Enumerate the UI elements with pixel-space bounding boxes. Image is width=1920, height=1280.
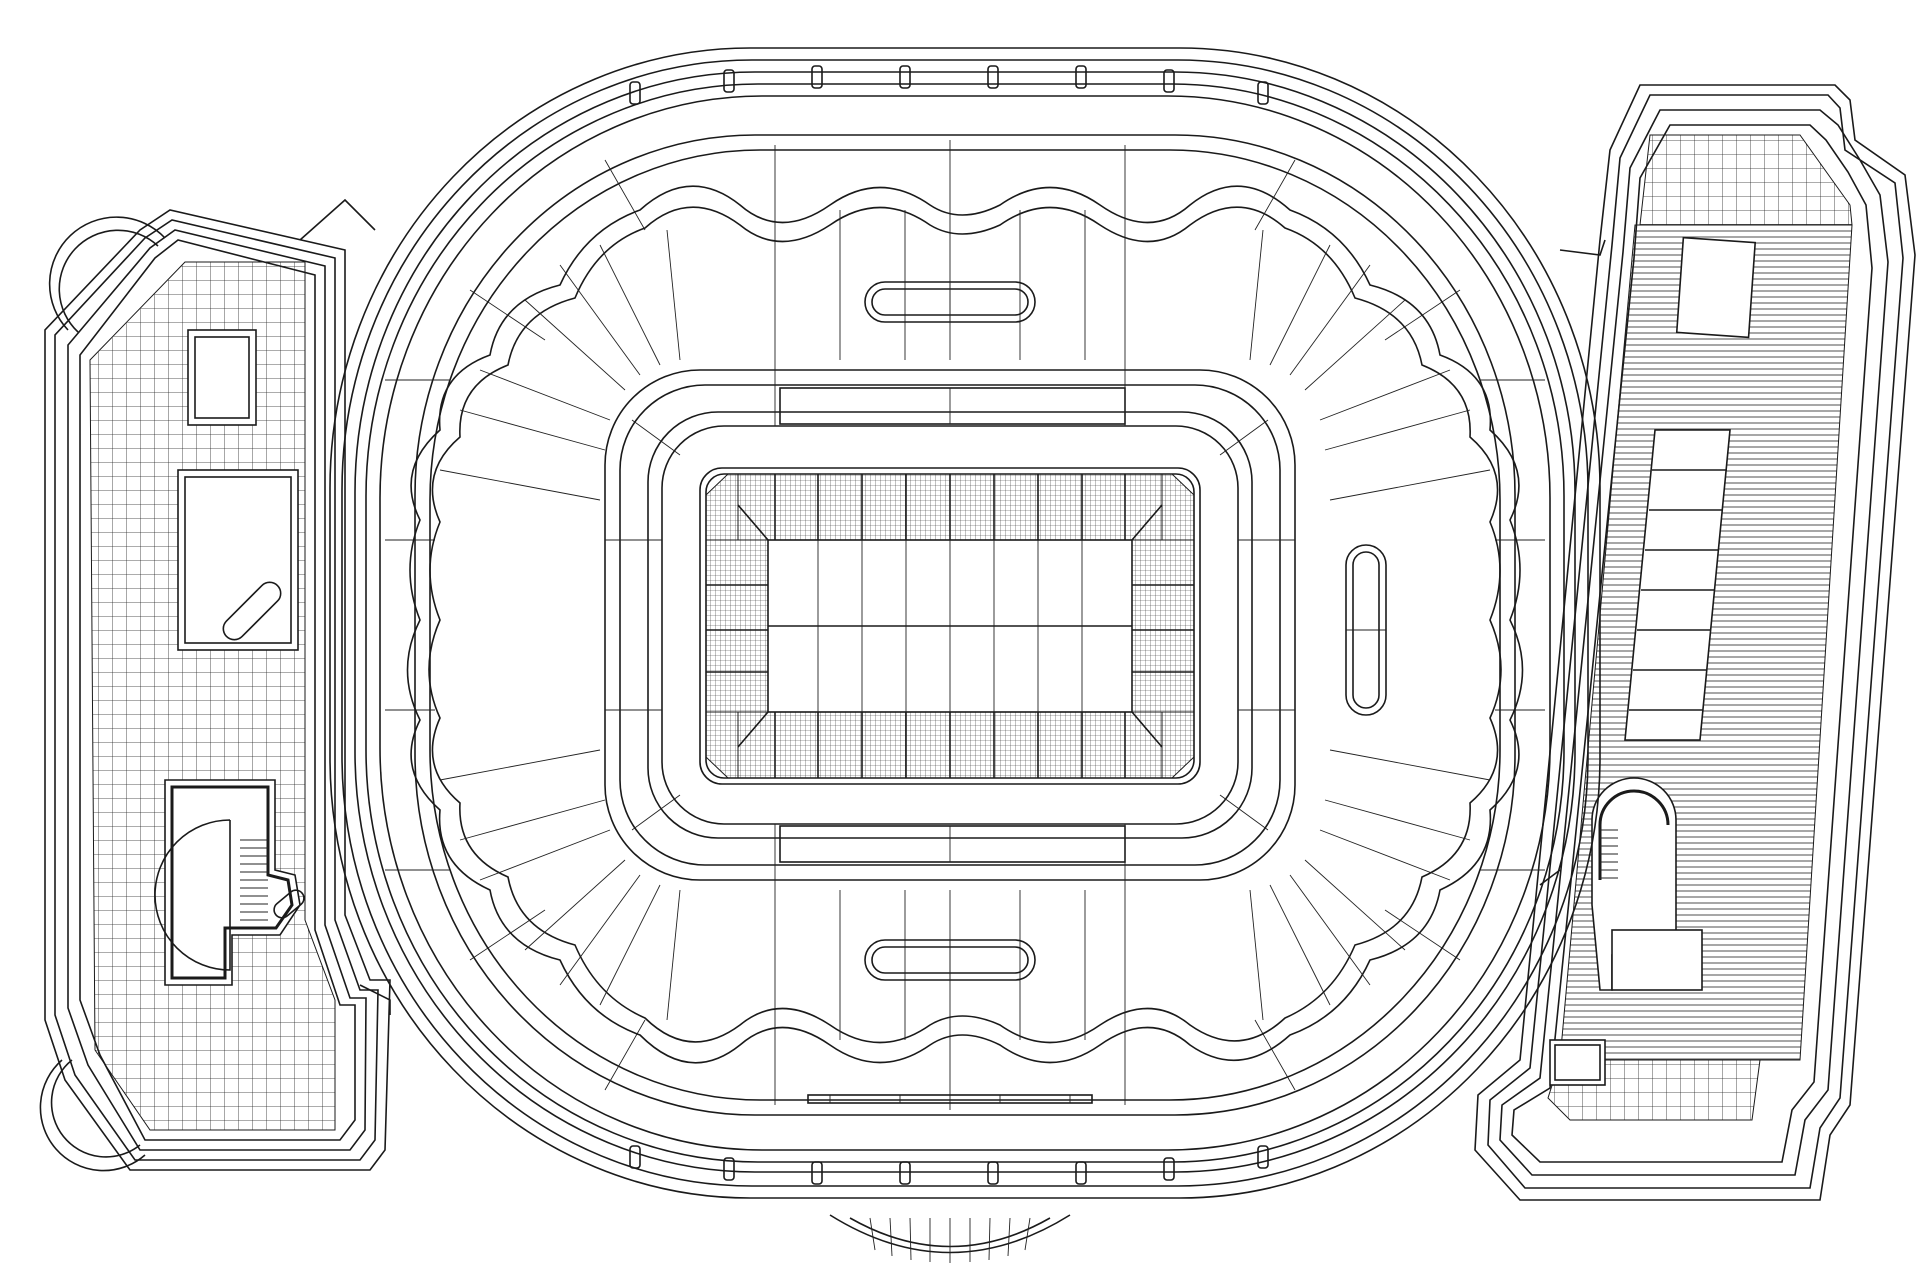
right-wing-building bbox=[1474, 84, 1916, 1201]
lower-stand-rows bbox=[439, 210, 1491, 1040]
left-wing-building bbox=[39, 198, 391, 1172]
south-entrance-steps bbox=[829, 1214, 1071, 1263]
scalloped-tier-edge bbox=[406, 185, 1524, 1064]
upper-stand-sections bbox=[385, 140, 1545, 1110]
inner-bowl bbox=[604, 369, 1296, 881]
facade-columns bbox=[629, 65, 1269, 1185]
stadium-bowl bbox=[329, 47, 1601, 1199]
playing-field bbox=[699, 467, 1201, 785]
